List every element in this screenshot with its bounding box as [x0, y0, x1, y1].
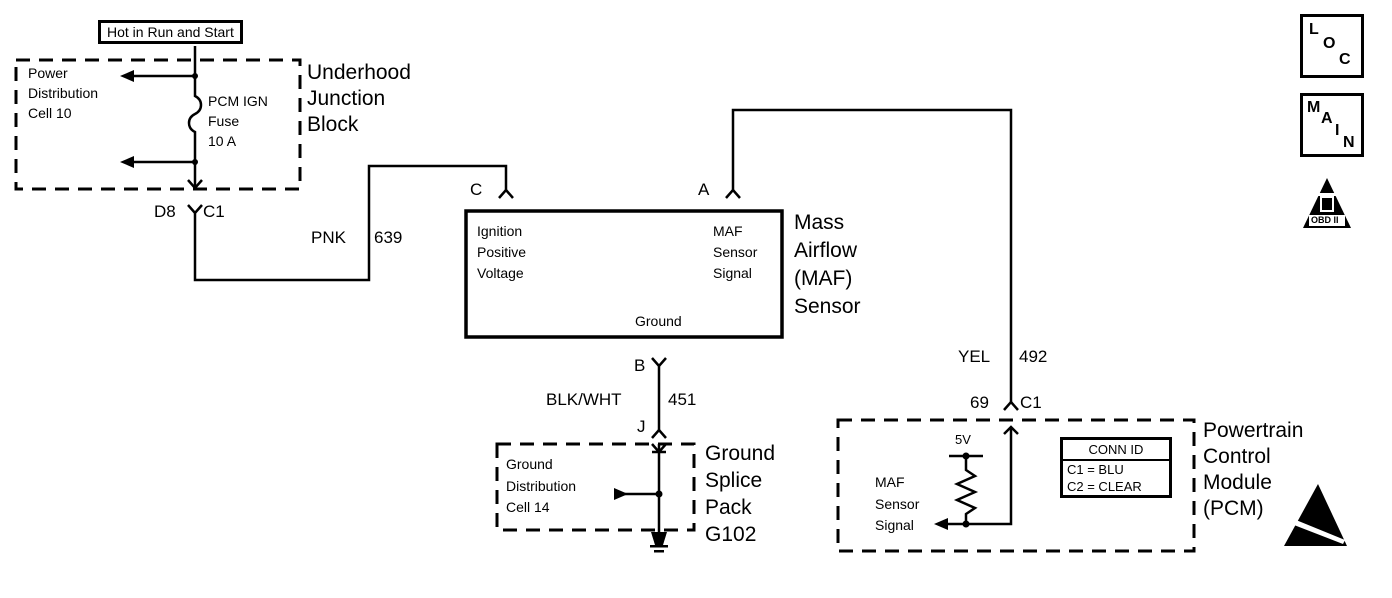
ground-dist-3: Cell 14: [506, 499, 550, 515]
pin-a: A: [698, 180, 710, 199]
resistor-symbol: [953, 456, 979, 524]
maf-title-3: (MAF): [794, 267, 853, 290]
ground-dist-1: Ground: [506, 456, 553, 472]
conn-id-box: CONN ID C1 = BLU C2 = CLEAR: [1060, 437, 1172, 498]
wire-yel-492: [731, 108, 1013, 402]
pcm-outline: [836, 418, 1196, 553]
conn-id-header: CONN ID: [1063, 440, 1169, 461]
pin-d8: D8: [154, 202, 176, 221]
wire-color-yel: YEL: [958, 347, 991, 366]
wire-blk-wht-451: [651, 357, 667, 430]
fuse-symbol: [187, 74, 203, 188]
ground-splice-pack-outline: [495, 442, 696, 532]
underhood-title-3: Block: [307, 113, 359, 136]
wire-color-pnk: PNK: [311, 228, 346, 247]
power-dist-1: Power: [28, 65, 68, 81]
maf-ground-label: Ground: [635, 313, 682, 329]
power-dist-3: Cell 10: [28, 105, 72, 121]
connector-c1-pcm: C1: [1020, 393, 1042, 412]
pcm-signal-2: Sensor: [875, 496, 920, 512]
pcm-title-1: Powertrain: [1203, 419, 1304, 442]
wire-color-blk-wht: BLK/WHT: [546, 390, 622, 409]
underhood-title-1: Underhood: [307, 61, 411, 84]
five-volt-label: 5V: [955, 432, 971, 447]
pin-b: B: [634, 356, 646, 375]
pin-c: C: [470, 180, 483, 199]
wire-number-492: 492: [1019, 347, 1048, 366]
maf-right-1: MAF: [713, 223, 743, 239]
maf-title-1: Mass: [794, 211, 845, 234]
ground-dist-2: Distribution: [506, 478, 577, 494]
underhood-title-2: Junction: [307, 87, 386, 110]
maf-sensor-box: [464, 209, 784, 339]
underhood-junction-block-outline: [14, 58, 302, 191]
main-icon[interactable]: M A I N: [1300, 93, 1364, 157]
pin-j: J: [637, 417, 646, 436]
fuse-label-1: PCM IGN: [208, 93, 268, 109]
conn-id-row-c1: C1 = BLU: [1067, 462, 1124, 477]
wire-number-451: 451: [668, 390, 697, 409]
maf-right-2: Sensor: [713, 244, 758, 260]
maf-left-3: Voltage: [477, 265, 524, 281]
ground-splice-2: Splice: [705, 469, 763, 492]
fuse-label-3: 10 A: [208, 133, 237, 149]
maf-right-3: Signal: [713, 265, 752, 281]
ground-splice-4: G102: [705, 523, 757, 546]
maf-left-2: Positive: [477, 244, 527, 260]
wire-number-639: 639: [374, 228, 403, 247]
maf-left-1: Ignition: [477, 223, 523, 239]
pcm-title-4: (PCM): [1203, 497, 1264, 520]
pcm-title-2: Control: [1203, 445, 1271, 468]
maf-title-4: Sensor: [794, 295, 861, 318]
ground-splice-1: Ground: [705, 442, 776, 465]
maf-title-2: Airflow: [794, 239, 858, 262]
loc-icon[interactable]: L O C: [1300, 14, 1364, 78]
ground-splice-3: Pack: [705, 496, 752, 519]
pin-69: 69: [970, 393, 989, 412]
pcm-title-3: Module: [1203, 471, 1272, 494]
conn-id-row-c2: C2 = CLEAR: [1067, 479, 1142, 494]
pcm-signal-1: MAF: [875, 474, 905, 490]
d8-connector: [187, 164, 508, 282]
ground-icon: [650, 532, 668, 553]
obd-ii-label: OBD II: [1311, 215, 1339, 225]
connector-c1-top: C1: [203, 202, 225, 221]
fuse-label-2: Fuse: [208, 113, 240, 129]
power-dist-2: Distribution: [28, 85, 99, 101]
hot-in-run-and-start-label: Hot in Run and Start: [98, 20, 243, 44]
pcm-signal-3: Signal: [875, 517, 914, 533]
esd-warning-icon: [1284, 484, 1347, 546]
